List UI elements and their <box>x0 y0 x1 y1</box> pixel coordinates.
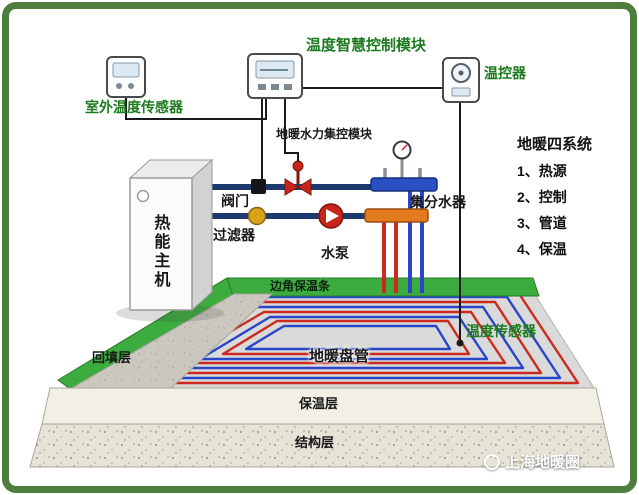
legend-item-insulation: 4、保温 <box>517 241 567 257</box>
pump-icon <box>318 203 344 229</box>
label-insulation: 保温层 <box>299 396 339 411</box>
legend-title: 地暖四系统 <box>517 136 593 153</box>
heat-unit-cabinet <box>116 158 224 322</box>
watermark-logo-icon <box>484 453 500 470</box>
label-coil: 地暖盘管 <box>309 348 370 365</box>
label-smart-control-module: 温度智慧控制模块 <box>306 37 427 54</box>
label-pump: 水泵 <box>321 245 349 261</box>
valve-icon <box>284 160 312 196</box>
control-module-device <box>247 53 303 99</box>
manifold-return-bar <box>364 208 429 223</box>
label-edge-strip: 边角保温条 <box>270 279 331 293</box>
watermark-text: 上海地暖圈 <box>505 454 581 471</box>
label-structure: 结构层 <box>295 435 335 450</box>
manifold-drop-pipes <box>382 188 424 293</box>
label-outdoor-sensor: 室外温度传感器 <box>85 99 183 115</box>
floor-temp-sensor-probe <box>456 339 464 347</box>
legend-item-heat-source: 1、热源 <box>517 163 567 179</box>
filter-icon <box>247 206 267 226</box>
shutoff-valve-icon <box>251 179 266 194</box>
label-temp-sensor: 温度传感器 <box>466 323 536 339</box>
manifold-assembly <box>364 140 438 223</box>
label-heat-unit: 热能主机 <box>151 214 169 290</box>
outdoor-sensor-device <box>106 56 146 98</box>
label-valve: 阀门 <box>221 193 249 209</box>
control-wires <box>125 87 461 341</box>
legend-item-control: 2、控制 <box>517 189 567 205</box>
label-hydraulic-module: 地暖水力集控模块 <box>276 127 373 141</box>
structure-layer-band <box>29 423 615 468</box>
label-backfill: 回填层 <box>92 350 132 365</box>
watermark: 上海地暖圈 <box>484 451 580 472</box>
label-thermostat: 温控器 <box>484 65 526 81</box>
cabinet-dial-icon <box>136 189 150 203</box>
manifold-supply-bar <box>370 177 438 192</box>
legend-item-pipes: 3、管道 <box>517 215 567 231</box>
four-systems-legend: 地暖四系统 1、热源 2、控制 3、管道 4、保温 <box>517 133 592 265</box>
label-filter: 过滤器 <box>213 227 255 243</box>
thermostat-device <box>442 57 480 103</box>
label-manifold: 集分水器 <box>410 194 466 210</box>
